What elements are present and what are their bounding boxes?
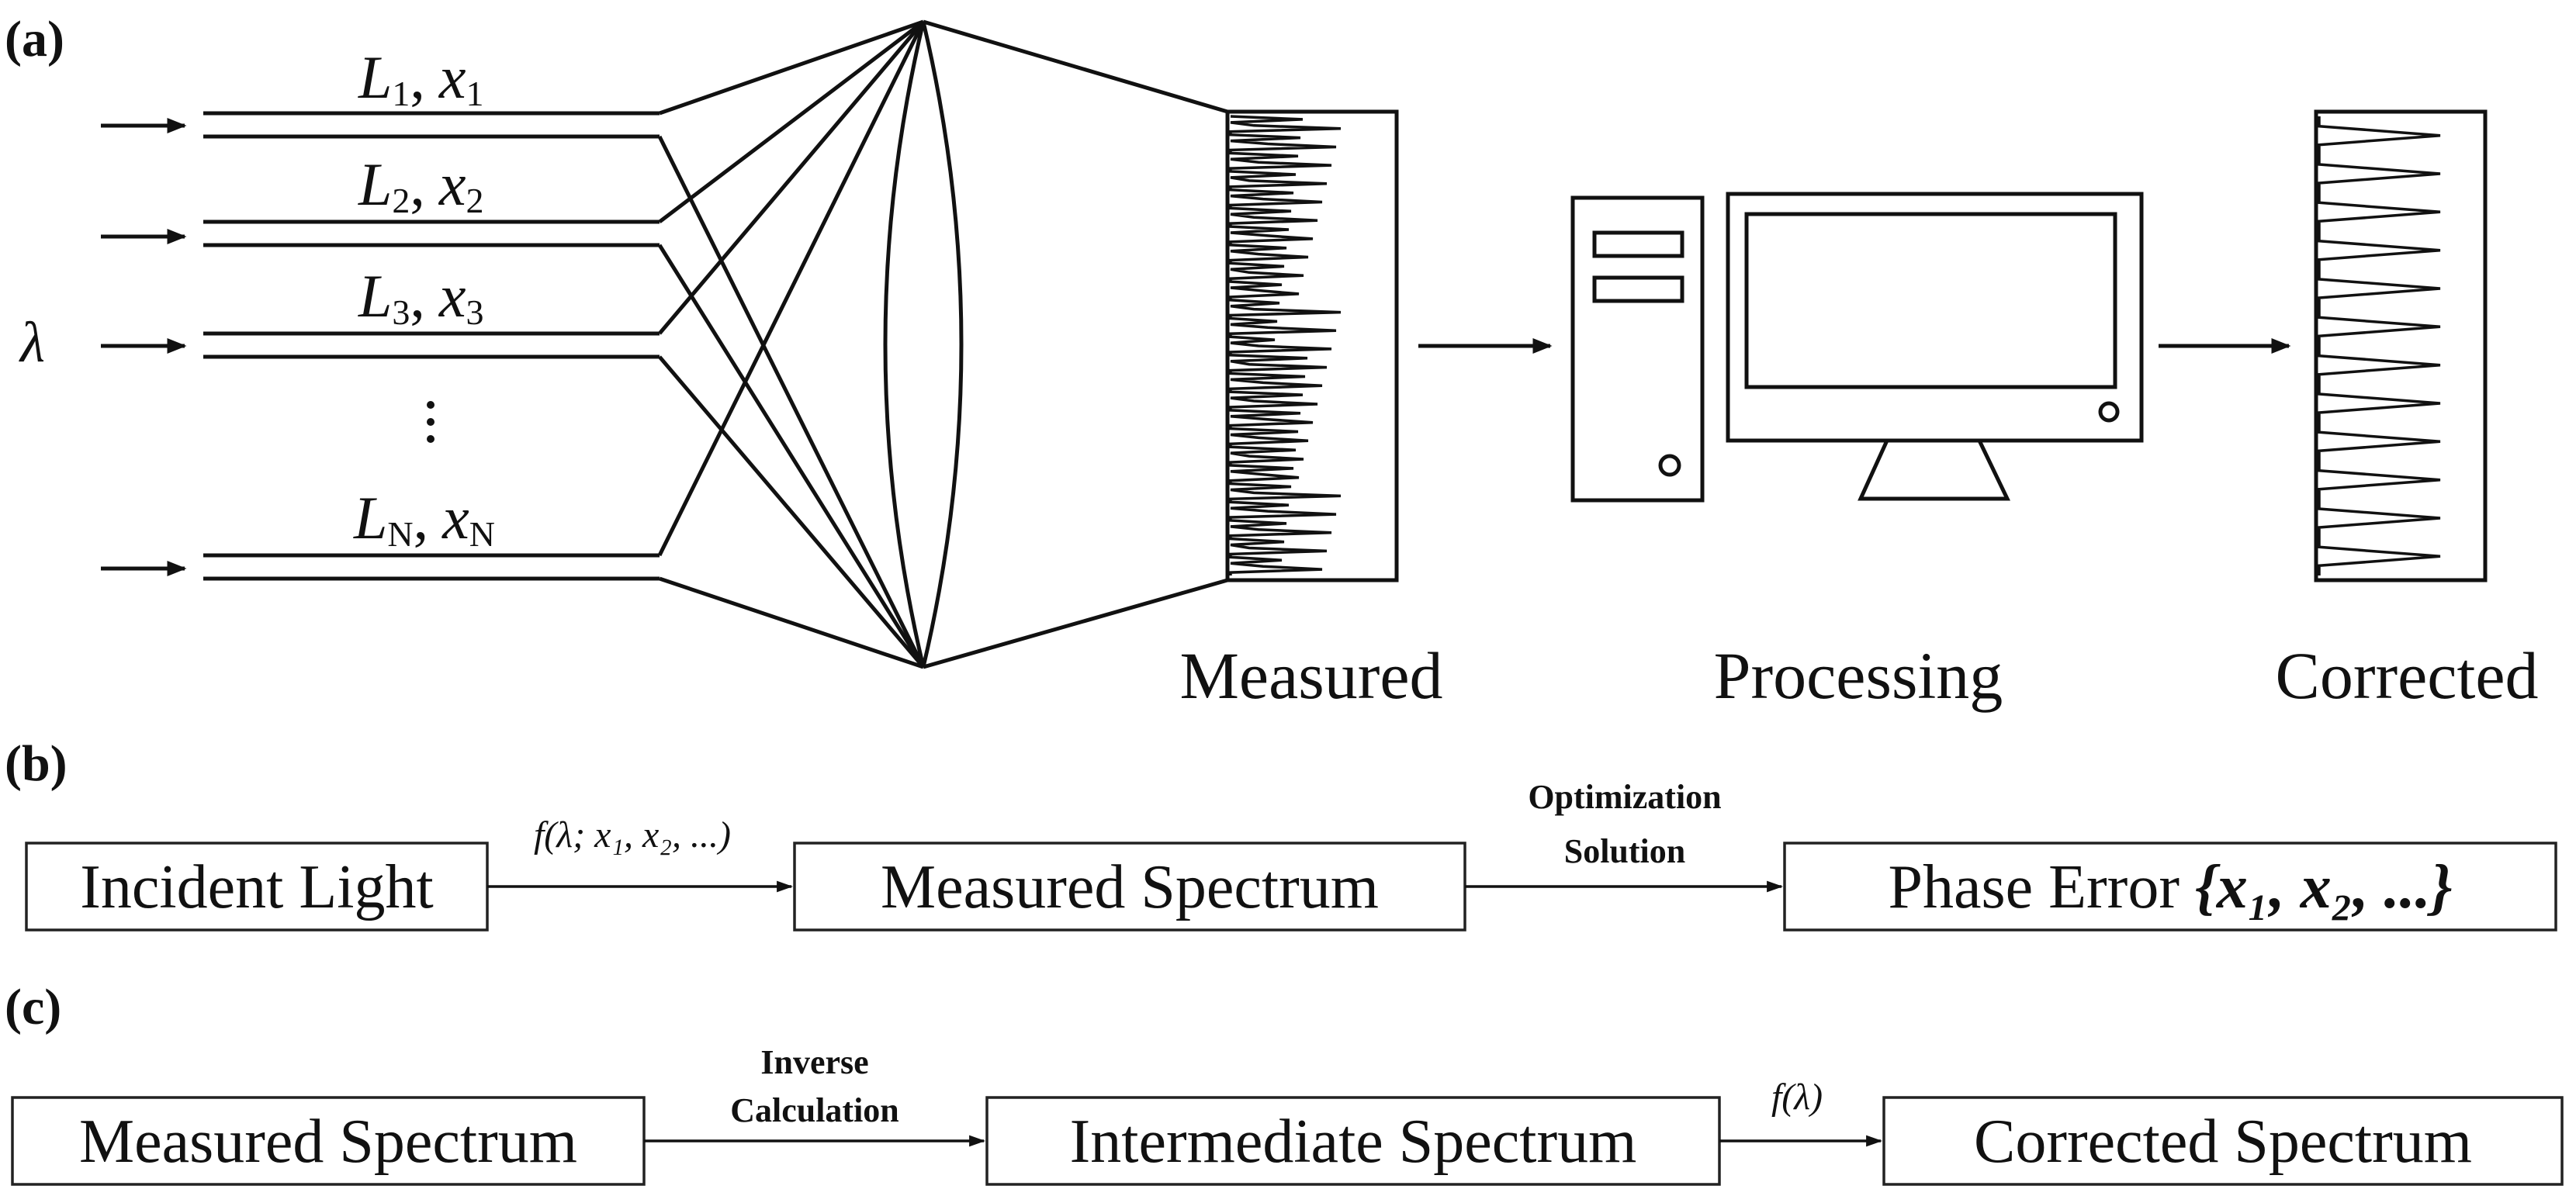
measured-spectrum-box (793, 842, 1466, 932)
rays (657, 19, 926, 669)
panel-a: (a) λ L1,x1 L2,x2 L3,x3 LN,xN (5, 11, 2539, 713)
vertical-ellipsis (427, 401, 435, 443)
focus-rays (923, 19, 1228, 669)
waveguide-label-n: LN,xN (353, 484, 495, 554)
corrected-detector (2314, 109, 2488, 582)
solution-label: Solution (1564, 832, 1686, 870)
intermediate-spectrum-text: Intermediate Spectrum (1070, 1108, 1637, 1176)
panel-b-label: (b) (5, 735, 68, 792)
filter-function-label: f(λ) (1771, 1077, 1823, 1118)
measured-spectrum-text: Measured Spectrum (881, 853, 1379, 921)
spectrum-icon (1225, 109, 1399, 582)
intermediate-spectrum-box (985, 1096, 1721, 1186)
measured-detector (1225, 109, 1399, 582)
inverse-label: Inverse (760, 1043, 868, 1081)
caption-measured: Measured (1179, 638, 1442, 713)
monitor-icon (1726, 192, 2144, 501)
forward-model-label: f(λ; x₁, x₂, ...) (534, 814, 731, 856)
lambda-symbol: λ (19, 311, 45, 375)
panel-b: (b) Incident Light f(λ; x₁, x₂, ...) Mea… (5, 735, 2557, 932)
waveguide-label-2: L2,x2 (358, 150, 484, 220)
spectrum-icon (2314, 109, 2488, 582)
waveguide-labels: L1,x1 L2,x2 L3,x3 LN,xN (353, 43, 495, 554)
panel-c: (c) Measured Spectrum Inverse Calculatio… (5, 979, 2564, 1186)
panel-a-label: (a) (5, 11, 64, 67)
corrected-peaks (2318, 116, 2441, 576)
phase-error-text: Phase Error {x₁, x₂, ...} (1889, 853, 2453, 921)
waveguide-label-1: L1,x1 (358, 43, 484, 113)
corrected-spectrum-text: Corrected Spectrum (1974, 1108, 2472, 1176)
computer-tower-icon (1570, 195, 1705, 503)
measured-spectrum-text-c: Measured Spectrum (79, 1108, 577, 1176)
phase-error-box (1783, 842, 2557, 932)
caption-corrected: Corrected (2275, 638, 2538, 713)
measured-spectrum-box-c (11, 1096, 646, 1186)
input-arrows (101, 118, 187, 576)
incident-light-text: Incident Light (80, 853, 433, 921)
panel-c-label: (c) (5, 979, 61, 1035)
calculation-label: Calculation (730, 1091, 899, 1129)
measured-peaks (1229, 115, 1342, 576)
lens-icon (883, 21, 964, 668)
waveguides (203, 111, 660, 581)
caption-processing: Processing (1714, 638, 2003, 713)
corrected-spectrum-box (1882, 1096, 2564, 1186)
waveguide-label-3: L3,x3 (358, 262, 484, 332)
optimization-label: Optimization (1528, 778, 1721, 816)
